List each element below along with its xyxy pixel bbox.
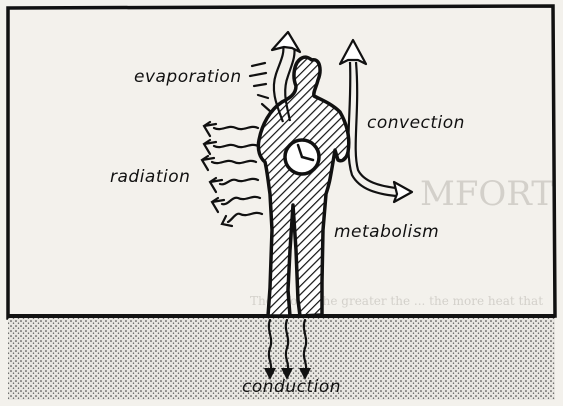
bleed-heading: MFORT <box>420 174 554 214</box>
radiation-label: radiation <box>110 167 190 187</box>
evaporation-droplets-icon <box>250 63 271 112</box>
conduction-label: conduction <box>242 377 341 397</box>
metabolism-clock-icon <box>285 140 319 174</box>
convection-label: convection <box>367 113 465 133</box>
radiation-arrows-icon <box>202 122 262 226</box>
human-figure <box>258 57 348 316</box>
bleed-line-1: Therefore, the greater the ... the more … <box>250 294 543 308</box>
evaporation-label: evaporation <box>134 67 242 87</box>
metabolism-label: metabolism <box>334 222 439 242</box>
